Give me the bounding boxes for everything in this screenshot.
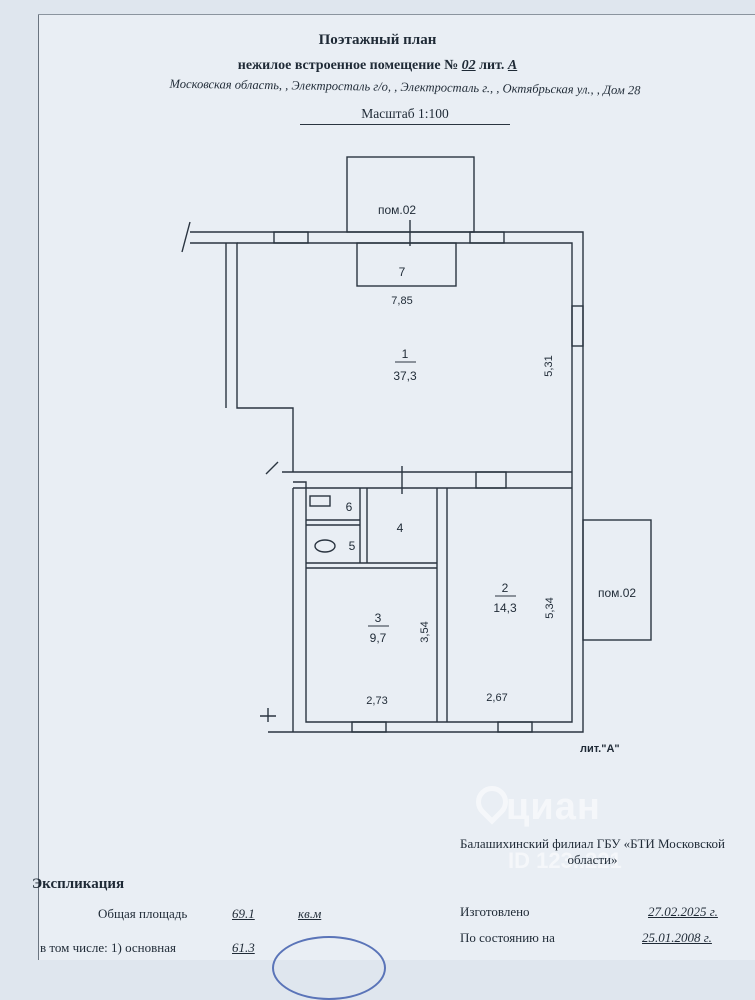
floor-plan: пом.02 пом.02 лит."А" 1 37,3 2 14,3 3 9,… [181, 156, 652, 755]
room-7-number: 7 [399, 265, 406, 279]
document-subtitle: нежилое встроенное помещение № 02 лит. А [0, 58, 755, 74]
watermark-id: ID 123..221 [508, 848, 622, 873]
made-label: Изготовлено [460, 904, 530, 919]
window-top-1 [273, 231, 309, 244]
room-4-number: 4 [397, 521, 404, 535]
main-area-label: в том числе: 1) основная [40, 940, 176, 955]
dim-width-room-2: 2,67 [486, 692, 507, 704]
window-bottom-2 [497, 721, 533, 733]
total-area-label: Общая площадь [98, 906, 188, 921]
room-2-area: 14,3 [493, 601, 517, 615]
toilet-icon [314, 539, 336, 553]
room-3-area: 9,7 [370, 631, 387, 645]
lit-value: А [507, 58, 518, 73]
adjacent-top-label: пом.02 [378, 203, 416, 217]
room-3-number: 3 [375, 611, 382, 625]
outer-wall-inner [237, 242, 573, 723]
outer-wall-outer [190, 231, 584, 733]
total-area-value: 69.1 [232, 906, 255, 921]
dim-height-room-2: 5,34 [544, 597, 556, 618]
window-top-2 [469, 231, 505, 244]
state-value: 25.01.2008 г. [642, 930, 712, 945]
room-1-area: 37,3 [393, 369, 417, 383]
room-2-number: 2 [502, 581, 509, 595]
window-corridor [475, 471, 507, 489]
partition-5-6 [306, 519, 360, 526]
partition-3 [306, 562, 437, 569]
main-area-value: 61.3 [232, 940, 255, 955]
sheet-edge [38, 14, 755, 15]
sink-icon [309, 495, 331, 507]
door-hints-bottom [260, 708, 276, 722]
stamp-seal [272, 936, 386, 1000]
explication-title: Экспликация [32, 876, 125, 892]
dim-width-room-1: 7,85 [391, 295, 412, 307]
adjacent-right-label: пом.02 [598, 586, 636, 600]
window-bottom-1 [351, 721, 387, 733]
organization-name: Балашихинский филиал ГБУ «БТИ Московской… [460, 836, 725, 867]
dim-height-room-3: 3,54 [419, 621, 431, 642]
state-label: По состоянию на [460, 930, 555, 945]
window-right [571, 305, 584, 347]
scale-label: Масштаб 1:100 [300, 106, 510, 125]
right-annex [582, 519, 652, 641]
left-wall [190, 242, 294, 472]
watermark-brand: циан [506, 786, 601, 828]
room-1-number: 1 [402, 347, 409, 361]
door-hints-mid [265, 461, 403, 494]
subtitle-prefix: нежилое встроенное помещение № [237, 58, 459, 73]
dim-width-room-3: 2,73 [366, 695, 387, 707]
made-value: 27.02.2025 г. [648, 904, 718, 919]
lit-label: лит. [479, 58, 505, 73]
room-5-number: 5 [349, 539, 356, 553]
partition-2 [436, 488, 448, 722]
partition-4 [359, 488, 368, 563]
door-hints-top [181, 220, 411, 253]
dim-height-room-1: 5,31 [543, 355, 555, 376]
room-number: 02 [461, 58, 476, 73]
document-title: Поэтажный план [318, 32, 437, 48]
building-letter: лит."А" [580, 743, 620, 755]
room-6-number: 6 [346, 500, 353, 514]
document-sheet [38, 14, 755, 960]
room-7-box [356, 242, 457, 287]
total-area-unit: кв.м [298, 906, 322, 921]
